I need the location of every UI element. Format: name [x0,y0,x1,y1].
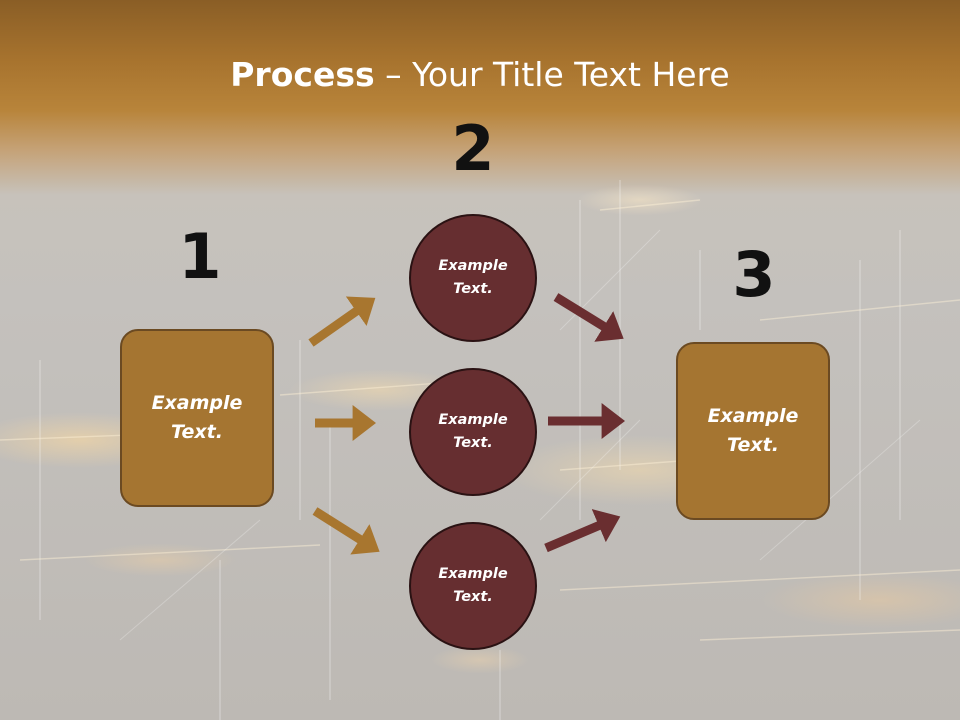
arrow-left-to-bot [312,507,380,555]
left-process-box: Example Text. [120,329,274,507]
circle-bottom: Example Text. [409,522,537,650]
left-box-text: Example Text. [151,392,243,443]
right-box-text: Example Text. [707,405,799,456]
circle-bottom-text: Example Text. [438,566,508,605]
step-number-2: 2 [451,112,495,185]
circle-middle-text: Example Text. [438,412,508,451]
circle-top-text: Example Text. [438,258,508,297]
slide-title: Process – Your Title Text Here [0,52,960,98]
arrow-bot-to-right [544,509,621,553]
title-rest-text: – Your Title Text Here [374,55,730,94]
step-number-3: 3 [732,238,776,311]
title-bold-text: Process [230,55,375,94]
circle-middle: Example Text. [409,368,537,496]
arrow-top-to-right [553,293,624,342]
step-number-1: 1 [178,220,222,293]
right-process-box: Example Text. [676,342,830,520]
arrow-left-to-top [308,296,376,347]
circle-top: Example Text. [409,214,537,342]
